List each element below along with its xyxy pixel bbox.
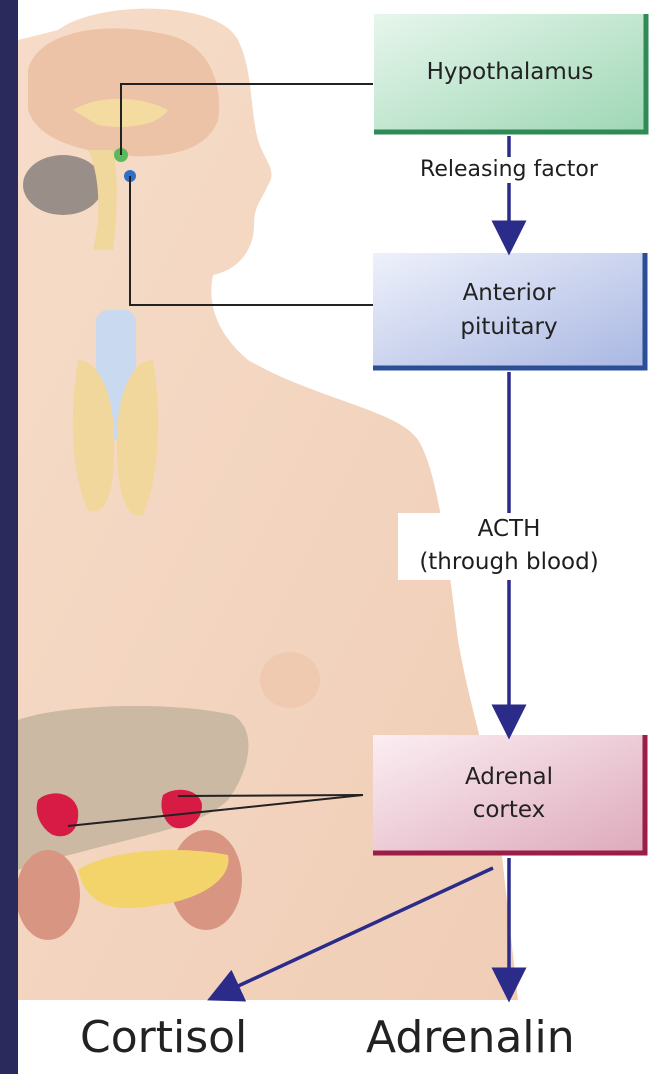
releasing-factor-label: Releasing factor bbox=[400, 157, 618, 183]
anterior-pituitary-label: Anterior pituitary bbox=[460, 277, 557, 344]
adrenal-cortex-label: Adrenal cortex bbox=[465, 761, 553, 828]
adrenal-cortex-box: Adrenal cortex bbox=[373, 735, 645, 853]
diagram-panel: Hypothalamus Anterior pituitary Adrenal … bbox=[18, 0, 658, 1074]
hypothalamus-box: Hypothalamus bbox=[374, 14, 646, 132]
anterior-pituitary-box: Anterior pituitary bbox=[373, 253, 645, 368]
acth-label: ACTH (through blood) bbox=[398, 513, 620, 580]
cortisol-output-label: Cortisol bbox=[80, 1012, 247, 1063]
adrenal-connector-right bbox=[178, 795, 363, 796]
hypothalamus-label: Hypothalamus bbox=[427, 56, 594, 89]
adrenalin-output-label: Adrenalin bbox=[366, 1012, 575, 1063]
